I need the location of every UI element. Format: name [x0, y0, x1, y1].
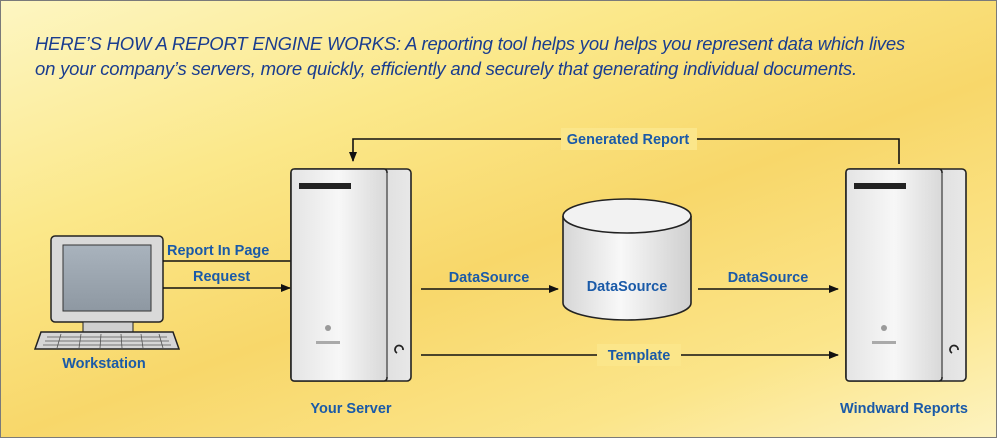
caption-line-2: on your company’s servers, more quickly,…: [35, 58, 857, 79]
datasource-in-connector: DataSource: [421, 270, 559, 293]
datasource-in-label: DataSource: [449, 270, 530, 286]
template-connector: Template: [421, 344, 839, 366]
your-server-icon: [290, 168, 412, 382]
report-in-page-label: Report In Page: [167, 243, 269, 259]
caption-line-1: HERE’S HOW A REPORT ENGINE WORKS: A repo…: [35, 33, 905, 54]
report-in-page-connector: Report In Page: [163, 243, 291, 262]
datasource-database-icon: [562, 198, 692, 321]
generated-report-connector: Generated Report: [349, 128, 900, 164]
windward-server-icon: [845, 168, 967, 382]
workstation-label: Workstation: [62, 356, 146, 372]
caption: HERE’S HOW A REPORT ENGINE WORKS: A repo…: [35, 31, 975, 81]
generated-report-label: Generated Report: [567, 132, 690, 148]
request-connector: Request: [163, 269, 291, 292]
workstation-icon: [33, 235, 181, 350]
your-server-label: Your Server: [310, 401, 391, 417]
datasource-db-label: DataSource: [587, 279, 668, 295]
template-label: Template: [608, 348, 671, 364]
datasource-out-connector: DataSource: [698, 270, 839, 293]
windward-reports-label: Windward Reports: [840, 401, 968, 417]
request-label: Request: [193, 269, 250, 285]
datasource-out-label: DataSource: [728, 270, 809, 286]
